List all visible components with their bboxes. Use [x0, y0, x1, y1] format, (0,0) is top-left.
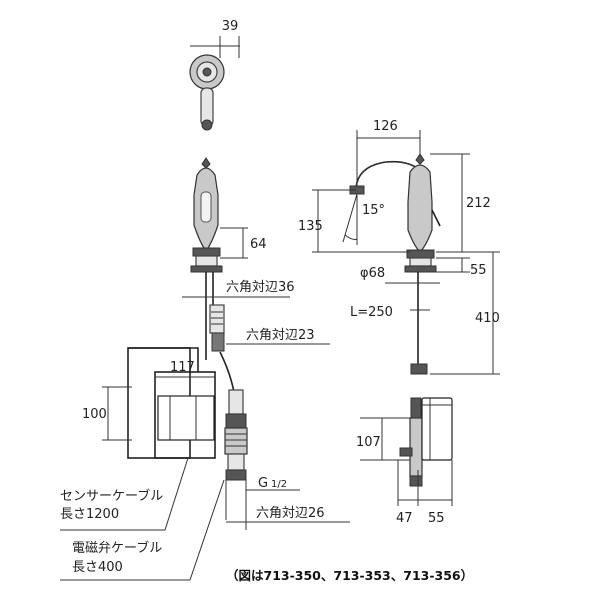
dim-64: 64 [220, 227, 267, 259]
handle-top-view [189, 54, 225, 131]
cable-length-label: L=250 [350, 305, 393, 320]
dim-117-label: 117 [170, 360, 195, 375]
cable-length: L=250 [350, 305, 430, 320]
hex-36-callout: 六角対辺36 [182, 280, 295, 298]
sensor-cable-line2: 長さ1200 [60, 507, 119, 522]
sensor-box [127, 347, 216, 459]
dim-212-label: 212 [466, 196, 491, 211]
dim-phi-68-label: φ68 [360, 266, 385, 281]
front-view: 39 64 六角対辺36 [60, 19, 350, 581]
faucet-body-side [349, 153, 441, 375]
dim-126-label: 126 [373, 119, 398, 134]
dim-47-label: 47 [396, 511, 413, 526]
thread-callout: G 1/2 六角対辺26 [225, 476, 350, 530]
hex-26-label: 六角対辺26 [256, 506, 325, 521]
supply-valve [219, 351, 248, 481]
dim-212: 212 [430, 153, 491, 253]
valve-cable-line2: 長さ400 [72, 560, 123, 575]
valve-cable-line1: 電磁弁ケーブル [72, 540, 162, 556]
figure-caption: （図は713-350、713-353、713-356） [226, 568, 473, 583]
thread-fraction-label: 1/2 [271, 479, 287, 490]
dim-100-label: 100 [82, 407, 107, 422]
angle-15-label: 15° [362, 203, 385, 218]
hex-36-label: 六角対辺36 [226, 280, 295, 295]
dim-55-top-label: 55 [470, 263, 487, 278]
dim-64-label: 64 [250, 237, 267, 252]
side-view: 126 135 15° [298, 119, 500, 526]
dim-410-label: 410 [475, 311, 500, 326]
dim-107-label: 107 [356, 435, 381, 450]
hex-23-callout: 六角対辺23 [226, 328, 330, 345]
dim-39: 39 [190, 19, 240, 58]
valve-assembly-side [399, 397, 453, 487]
dim-55-bottom-label: 55 [428, 511, 445, 526]
dim-bottom: 47 55 [396, 460, 453, 526]
dim-117: 117 [155, 360, 215, 378]
dim-55-top: 55 [436, 257, 487, 278]
dim-135-angle: 135 15° [298, 189, 410, 253]
sensor-cable-line1: センサーケーブル [60, 488, 163, 504]
thread-label: G [258, 476, 268, 491]
hex-23-label: 六角対辺23 [246, 328, 315, 343]
dim-410: 410 [430, 251, 500, 375]
dim-100: 100 [82, 386, 132, 441]
dim-135-label: 135 [298, 219, 323, 234]
dim-phi-68: φ68 [360, 266, 440, 284]
dim-107: 107 [356, 417, 410, 461]
dim-39-label: 39 [222, 19, 239, 34]
cable-leaders: センサーケーブル 長さ1200 電磁弁ケーブル 長さ400 [60, 457, 225, 581]
faucet-body-front [190, 157, 225, 360]
